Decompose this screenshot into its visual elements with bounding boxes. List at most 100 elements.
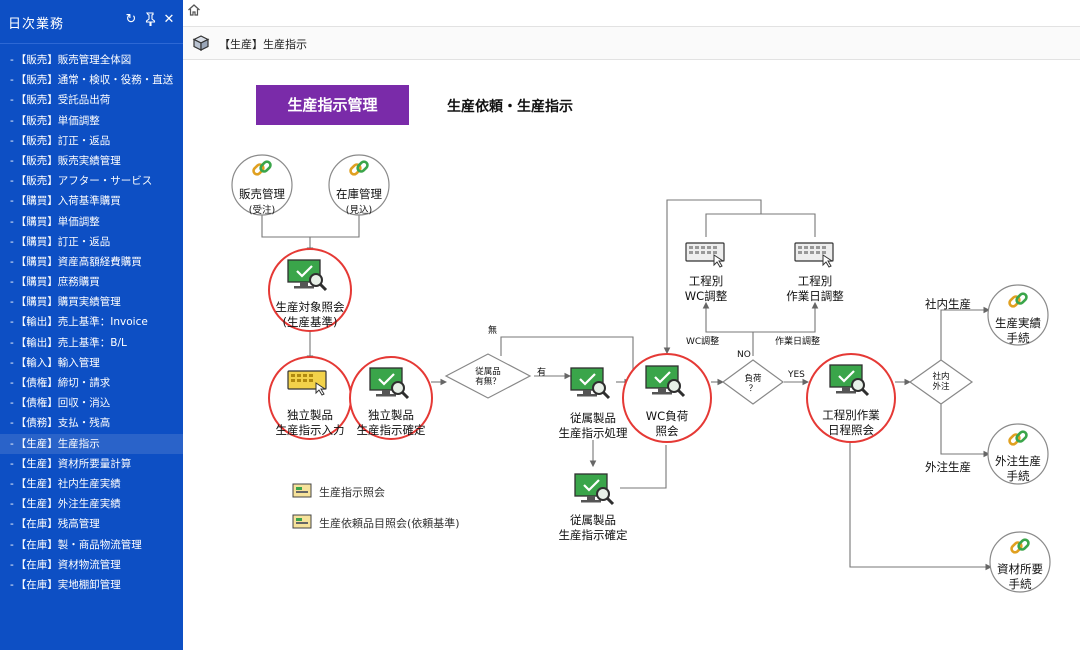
diagram-subtitle: 生産依頼・生産指示 (447, 99, 573, 115)
sidebar-item-label: 【債権】締切・請求 (15, 377, 111, 389)
day-adjust-node[interactable] (794, 242, 834, 268)
sub-process-node[interactable] (569, 366, 611, 400)
sidebar-item-label: 【在庫】製・商品物流管理 (15, 538, 142, 551)
home-icon[interactable] (187, 3, 201, 17)
sidebar-item[interactable]: -【購買】単価調整 (0, 212, 183, 232)
sub-confirm-node[interactable] (573, 472, 615, 506)
list-bullet: - (10, 377, 14, 389)
inhouse-decision-label: 社内外注 (932, 372, 950, 392)
inventory-node[interactable] (328, 154, 390, 216)
sidebar-item[interactable]: -【販売】アフター・サービス (0, 171, 183, 191)
list-bullet: - (10, 276, 14, 289)
sidebar-item-label: 【販売】訂正・返品 (15, 134, 111, 147)
outsource-result-node[interactable] (987, 423, 1049, 485)
sidebar-item[interactable]: -【輸出】売上基準：Invoice (0, 312, 183, 332)
sidebar-item[interactable]: -【在庫】製・商品物流管理 (0, 535, 183, 555)
outsource-result-label: 外注生産手続 (995, 454, 1041, 483)
sales-node[interactable] (231, 154, 293, 216)
sidebar-item[interactable]: -【生産】生産指示 (0, 433, 183, 454)
day-adjust-label: 工程別作業日調整 (786, 274, 844, 303)
indep-input-label: 独立製品生産指示入力 (275, 408, 345, 437)
sidebar-item-label: 【販売】受託品出荷 (15, 94, 111, 107)
sales-label: 販売管理(受注) (239, 187, 285, 216)
flow-diagram (231, 154, 1051, 593)
list-bullet: - (10, 54, 14, 66)
indep-confirm-node[interactable] (349, 356, 433, 440)
sidebar-item-label: 【購買】資産高額経費購買 (15, 255, 142, 268)
cube-icon (192, 35, 210, 51)
sidebar-item-label: 【販売】単価調整 (15, 114, 100, 127)
sidebar-item-label: 【輸出】売上基準：Invoice (15, 316, 148, 329)
schedule-label: 工程別作業日程照会 (822, 408, 880, 437)
sidebar-item-label: 【生産】資材所要量計算 (15, 457, 132, 470)
sidebar-item[interactable]: -【在庫】残高管理 (0, 514, 183, 534)
sidebar-item[interactable]: -【債務】支払・残高 (0, 413, 183, 433)
sidebar-item[interactable]: -【在庫】資材物流管理 (0, 555, 183, 575)
material-node[interactable] (989, 531, 1051, 593)
sidebar-item[interactable]: -【販売】販売管理全体図 (0, 50, 183, 70)
sub-decision-label: 従属品有無？ (475, 367, 501, 387)
main-content: 【生産】生産指示 生産指示管理 生産依頼・生産指示 (183, 0, 1080, 650)
wc-adjust-node[interactable] (685, 242, 725, 268)
sidebar-item[interactable]: -【在庫】実地棚卸管理 (0, 575, 183, 595)
sidebar-item[interactable]: -【販売】受託品出荷 (0, 90, 183, 110)
sidebar-item[interactable]: -【債権】締切・請求 (0, 373, 183, 393)
list-bullet: - (10, 255, 14, 268)
sidebar-item-label: 【販売】販売管理全体図 (15, 54, 132, 66)
breadcrumb-bar: 【生産】生産指示 (183, 26, 1080, 60)
wc-load-node[interactable] (622, 353, 712, 443)
target-inquiry-node[interactable] (268, 248, 352, 332)
sidebar-item[interactable]: -【生産】社内生産実績 (0, 474, 183, 494)
legend-request-item-inquiry[interactable]: 生産依頼品目照会(依頼基準) (319, 517, 460, 530)
sidebar-item[interactable]: -【輸出】売上基準：B/L (0, 333, 183, 353)
sidebar-item[interactable]: -【債権】回収・消込 (0, 393, 183, 413)
inhouse-result-node[interactable] (987, 284, 1049, 346)
target-inquiry-label: 生産対象照会(生産基準) (275, 300, 345, 329)
legend-production-inquiry[interactable]: 生産指示照会 (319, 486, 385, 499)
sidebar-item-label: 【生産】外注生産実績 (15, 498, 121, 511)
sidebar-item[interactable]: -【輸入】輸入管理 (0, 353, 183, 373)
list-bullet: - (10, 397, 14, 410)
sidebar-item[interactable]: -【生産】資材所要量計算 (0, 454, 183, 474)
legend-screen-icon (292, 483, 312, 498)
sidebar-item-label: 【在庫】残高管理 (15, 518, 100, 531)
sidebar-item[interactable]: -【購買】購買実績管理 (0, 292, 183, 312)
list-bullet: - (10, 578, 14, 591)
sidebar-item[interactable]: -【販売】販売実績管理 (0, 151, 183, 171)
wc-load-label: WC負荷照会 (645, 409, 689, 438)
sidebar-item[interactable]: -【販売】訂正・返品 (0, 131, 183, 151)
list-bullet: - (10, 538, 14, 551)
close-icon[interactable]: ✕ (163, 12, 175, 27)
load-decision-label: 負荷？ (744, 374, 762, 394)
legend-request-icon (292, 514, 312, 529)
list-bullet: - (10, 175, 14, 188)
sidebar-item[interactable]: -【生産】外注生産実績 (0, 494, 183, 514)
pin-icon[interactable] (143, 12, 157, 28)
material-label: 資材所要手続 (997, 562, 1043, 591)
sidebar-header: 日次業務 ↻ ✕ (0, 0, 183, 44)
sidebar-title: 日次業務 (8, 17, 65, 32)
sidebar-item-label: 【生産】生産指示 (15, 437, 100, 450)
refresh-icon[interactable]: ↻ (125, 12, 137, 27)
sidebar-item[interactable]: -【購買】訂正・返品 (0, 232, 183, 252)
schedule-node[interactable] (806, 353, 896, 443)
sidebar-item[interactable]: -【販売】単価調整 (0, 111, 183, 131)
sidebar-item[interactable]: -【購買】庶務購買 (0, 272, 183, 292)
edge-label-no: NO (737, 350, 751, 360)
list-bullet: - (10, 316, 14, 329)
sidebar-item[interactable]: -【販売】通常・検収・役務・直送 (0, 70, 183, 90)
sidebar-item-label: 【債権】回収・消込 (15, 397, 111, 410)
sidebar-item-label: 【購買】購買実績管理 (15, 296, 121, 309)
sidebar-item-label: 【販売】販売実績管理 (15, 154, 121, 167)
list-bullet: - (10, 336, 14, 349)
sub-decision-diamond (444, 353, 532, 399)
sidebar-item[interactable]: -【購買】入荷基準購買 (0, 191, 183, 211)
list-bullet: - (10, 457, 14, 470)
list-bullet: - (10, 417, 14, 430)
list-bullet: - (10, 558, 14, 571)
sidebar-item[interactable]: -【購買】資産高額経費購買 (0, 252, 183, 272)
list-bullet: - (10, 498, 14, 511)
load-decision-diamond (721, 359, 785, 405)
